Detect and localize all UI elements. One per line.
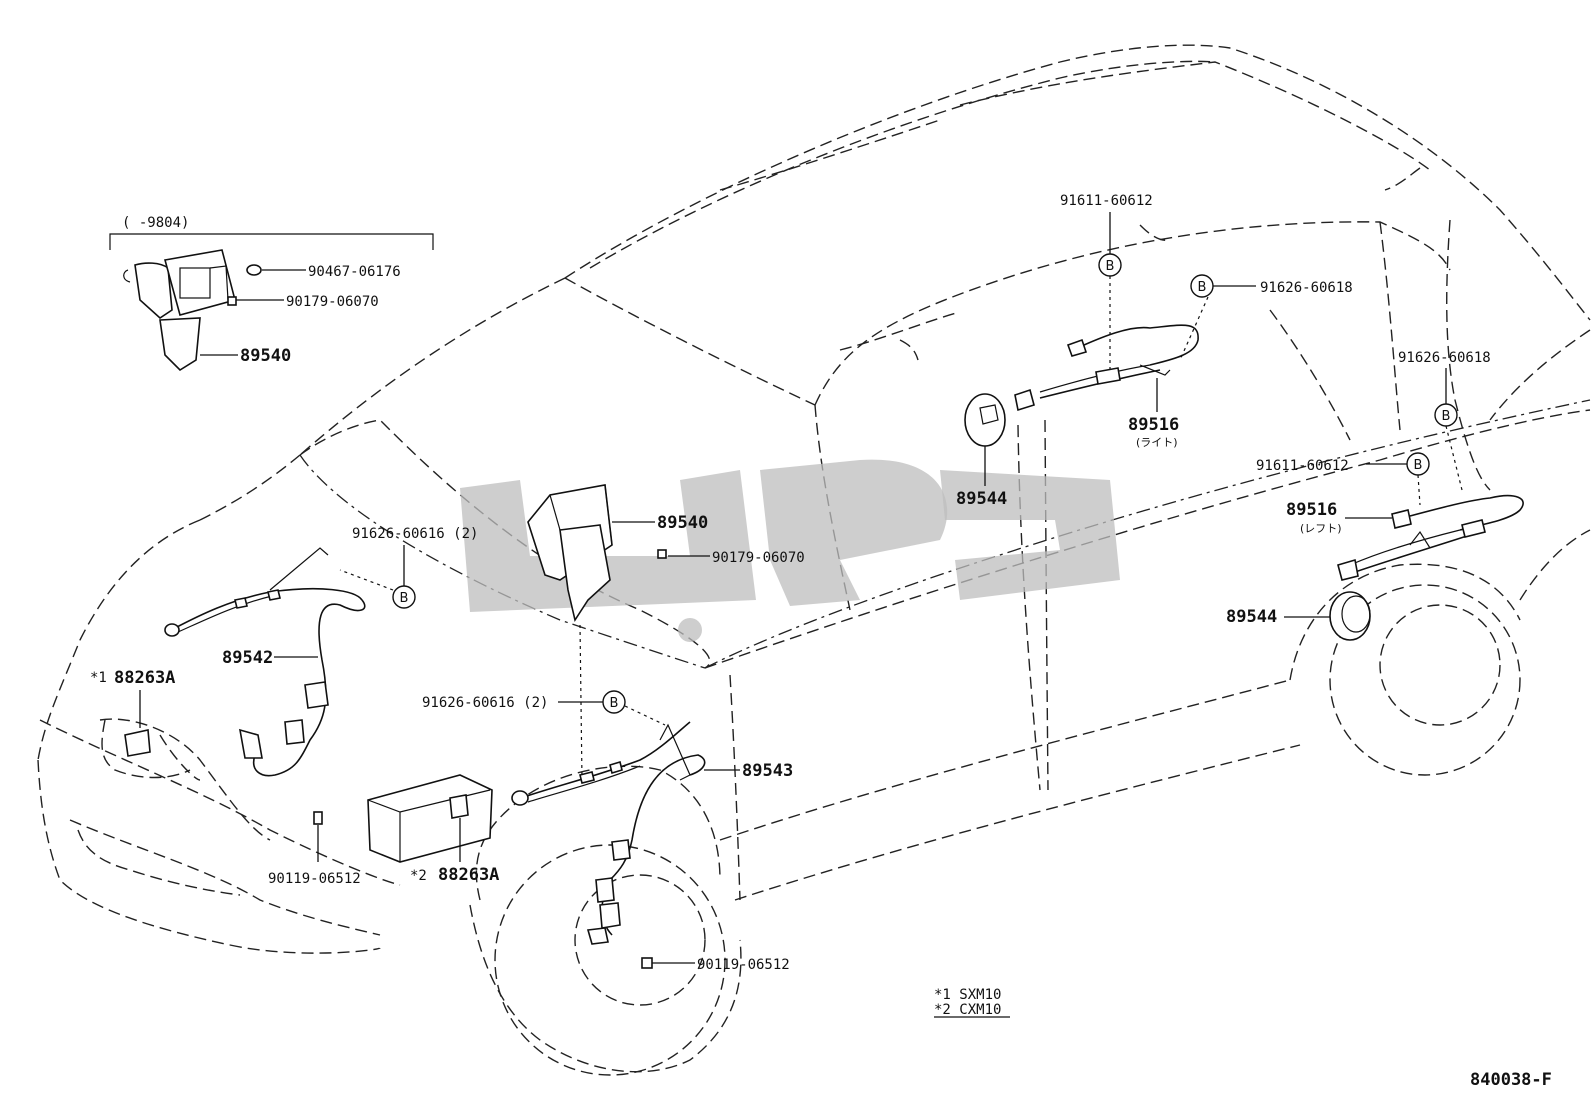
part-89544-b: 89544 xyxy=(1226,607,1277,627)
part-88263a-2: 88263A xyxy=(438,865,499,885)
marker-b-4: B xyxy=(1198,280,1207,295)
part-89540-b: 89540 xyxy=(657,513,708,533)
wire-harness-89542 xyxy=(164,547,366,777)
range-label: ( -9804) xyxy=(122,215,189,231)
part-91626-60616-a: 91626-60616 (2) xyxy=(352,526,478,542)
part-89516-left-sub: (レフト) xyxy=(1300,522,1342,535)
part-91611-60612-b: 91611-60612 xyxy=(1256,458,1349,474)
part-91626-60618-a: 91626-60618 xyxy=(1260,280,1353,296)
marker-b-2: B xyxy=(610,696,619,711)
part-88263a-1: 88263A xyxy=(114,668,175,688)
marker-b-3: B xyxy=(1106,259,1115,274)
part-89516-right-sub: (ライト) xyxy=(1136,436,1178,449)
sensor-rotor-89544-b xyxy=(1329,591,1371,641)
part-89516-left: 89516 xyxy=(1286,500,1337,520)
wire-harness-89543 xyxy=(511,721,706,945)
note-cxm10: *2 CXM10 xyxy=(934,1002,1001,1018)
part-90179-06070-a: 90179-06070 xyxy=(286,294,379,310)
part-89540-a: 89540 xyxy=(240,346,291,366)
part-90467-06176: 90467-06176 xyxy=(308,264,401,280)
inset-9804: ( -9804) xyxy=(109,215,434,372)
part-89516-right: 89516 xyxy=(1128,415,1179,435)
figure-code: 840038-F xyxy=(1470,1070,1552,1090)
relay-box-88263a xyxy=(367,774,493,863)
part-89543: 89543 xyxy=(742,761,793,781)
sensor-rotor-89544-a xyxy=(964,393,1006,447)
part-91626-60618-b: 91626-60618 xyxy=(1398,350,1491,366)
part-91626-60616-b: 91626-60616 (2) xyxy=(422,695,548,711)
part-90119-06512-a: 90119-06512 xyxy=(268,871,361,887)
part-90179-06070-b: 90179-06070 xyxy=(712,550,805,566)
part-91611-60612-a: 91611-60612 xyxy=(1060,193,1153,209)
wire-harness-89516-right xyxy=(1014,324,1199,412)
marker-b-5: B xyxy=(1442,409,1451,424)
watermark-logo xyxy=(460,459,1120,642)
part-90119-06512-b: 90119-06512 xyxy=(697,957,790,973)
wire-harness-89516-left xyxy=(1337,494,1524,581)
note-sxm10: *1 SXM10 xyxy=(934,987,1001,1003)
marker-star2: *2 xyxy=(410,868,427,884)
marker-b-1: B xyxy=(400,591,409,606)
sensor-assembly-89540 xyxy=(527,484,613,623)
part-89542: 89542 xyxy=(222,648,273,668)
marker-star1: *1 xyxy=(90,670,107,686)
part-89544-a: 89544 xyxy=(956,489,1007,509)
vehicle-outline xyxy=(37,44,1591,1076)
marker-b-6: B xyxy=(1414,458,1423,473)
